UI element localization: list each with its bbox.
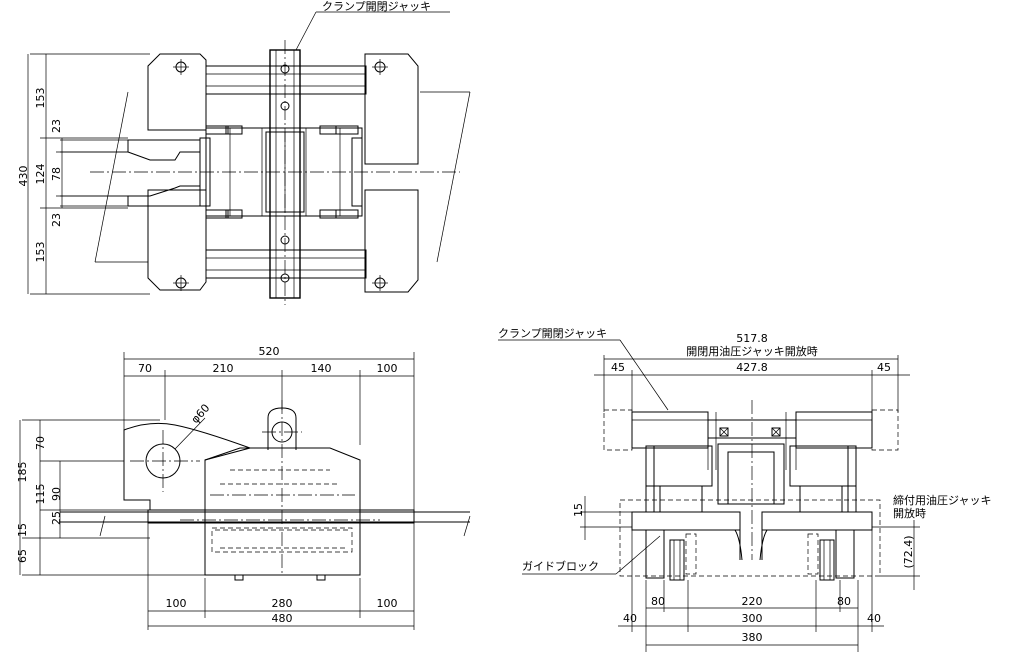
dim-70: 70 [138, 362, 152, 375]
tighten-jack-label-2: 開放時 [893, 506, 926, 520]
dim-72-4: (72.4) [902, 535, 915, 568]
dim-23-bottom: 23 [50, 213, 63, 227]
dim-140: 140 [311, 362, 332, 375]
open-jack-label: 開閉用油圧ジャッキ開放時 [686, 344, 817, 358]
dim-40-right: 40 [867, 612, 881, 625]
dim-45-left: 45 [611, 361, 625, 374]
dim-100-br: 100 [377, 597, 398, 610]
dim-185: 185 [16, 462, 29, 483]
dim-480: 480 [272, 612, 293, 625]
dim-40-left: 40 [623, 612, 637, 625]
dim-80-right: 80 [837, 595, 851, 608]
dim-65: 65 [16, 549, 29, 563]
dim-78: 78 [50, 167, 63, 181]
tighten-jack-label-1: 締付用油圧ジャッキ [893, 493, 991, 507]
dim-100-top: 100 [377, 362, 398, 375]
dim-427-8: 427.8 [736, 361, 768, 374]
dim-124: 124 [34, 164, 47, 185]
top-view: クランプ開閉ジャッキ 430 153 153 124 23 23 78 [17, 0, 471, 305]
clamp-jack-label-side: クランプ開閉ジャッキ [498, 327, 607, 340]
dim-280: 280 [272, 597, 293, 610]
dim-15-side: 15 [572, 503, 585, 517]
dim-300: 300 [742, 612, 763, 625]
dim-517-8: 517.8 [736, 332, 768, 345]
clamp-jack-label-top: クランプ開閉ジャッキ [322, 0, 431, 13]
guide-block-label: ガイドブロック [522, 559, 599, 573]
dim-70-v: 70 [34, 436, 47, 450]
dim-153-bottom: 153 [34, 242, 47, 263]
dim-80-left: 80 [651, 595, 665, 608]
dim-153-top: 153 [34, 88, 47, 109]
dim-phi60: φ60 [189, 402, 213, 427]
dim-45-right: 45 [877, 361, 891, 374]
dim-430: 430 [17, 166, 30, 187]
dim-90: 90 [50, 487, 63, 501]
dim-15-front: 15 [16, 523, 29, 537]
dim-520: 520 [259, 345, 280, 358]
dim-25: 25 [50, 511, 63, 525]
dim-220: 220 [742, 595, 763, 608]
front-view: 520 70 210 140 100 φ60 [16, 345, 471, 630]
dim-23-top: 23 [50, 119, 63, 133]
dim-100-bl: 100 [166, 597, 187, 610]
dim-380: 380 [742, 631, 763, 644]
side-view: 517.8 開閉用油圧ジャッキ開放時 クランプ開閉ジャッキ 45 427.8 4… [498, 327, 991, 652]
dim-115: 115 [34, 484, 47, 505]
dim-210: 210 [213, 362, 234, 375]
